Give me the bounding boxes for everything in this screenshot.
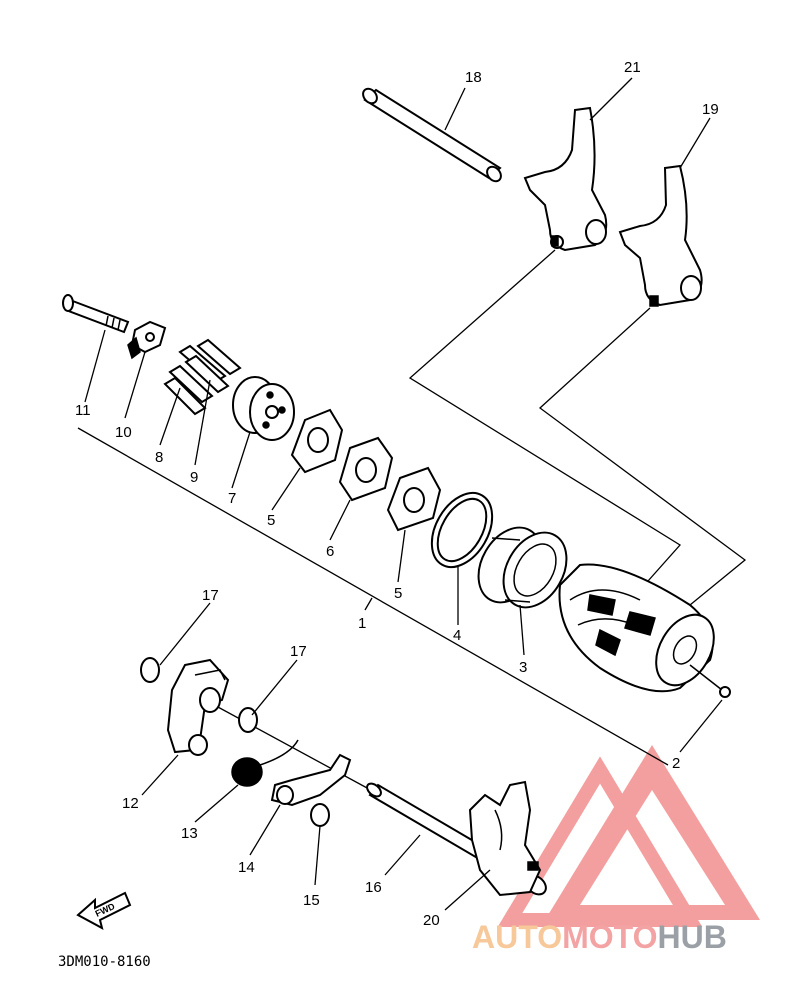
callout-17b: 17: [290, 643, 307, 660]
callout-4: 4: [453, 627, 461, 644]
part-6-plate: [338, 436, 394, 502]
callout-17a: 17: [202, 587, 219, 604]
callout-2: 2: [672, 755, 680, 772]
watermark-text: AUTOMOTOHUB: [472, 919, 727, 955]
callout-20: 20: [423, 912, 440, 929]
callout-9: 9: [190, 469, 198, 486]
fwd-arrow-icon: FWD: [76, 891, 132, 930]
callout-7: 7: [228, 490, 236, 507]
callout-10: 10: [115, 424, 132, 441]
part-13-spring: [231, 739, 299, 787]
callout-6: 6: [326, 543, 334, 560]
part-11-bolt: [62, 294, 130, 334]
callout-14: 14: [238, 859, 255, 876]
part-3-bearing: [477, 526, 568, 609]
watermark-logo: [497, 745, 760, 927]
assembly-leader-upper: [408, 249, 681, 591]
callout-15: 15: [303, 892, 320, 909]
callout-12: 12: [122, 795, 139, 812]
callout-1: 1: [358, 615, 366, 632]
assembly-axis-line: [77, 427, 669, 766]
part-20-shift-fork: [468, 780, 542, 897]
callout-5a: 5: [267, 512, 275, 529]
callout-labels: 18 21 19 11 10 8 9 7 5 6 5 1 4 3 2 17 17…: [75, 59, 719, 929]
callout-leaders: [84, 77, 723, 911]
part-18-guide-bar: [362, 87, 502, 183]
part-12-stopper-lever: [166, 658, 230, 756]
part-14-arm-plate: [270, 753, 352, 807]
callout-11: 11: [75, 402, 91, 419]
callout-16: 16: [365, 879, 382, 896]
assembly-leader-right: [538, 307, 747, 606]
callout-19: 19: [702, 101, 719, 118]
watermark-text-moto: MOTO: [562, 919, 657, 955]
callout-21: 21: [624, 59, 641, 76]
part-19-shift-fork: [618, 164, 703, 307]
watermark-triangle-left: [497, 756, 703, 927]
part-9-pins: [178, 338, 242, 394]
part-2-pin: [689, 664, 731, 698]
callout-3: 3: [519, 659, 527, 676]
part-10-segment: [127, 320, 167, 360]
part-5a-plate: [290, 408, 344, 474]
callout-8: 8: [155, 449, 163, 466]
diagram-code: 3DM010-8160: [58, 954, 151, 970]
watermark-text-hub: HUB: [657, 919, 726, 955]
callout-18: 18: [465, 69, 482, 86]
part-15-circlip: [310, 803, 330, 827]
callout-5b: 5: [394, 585, 402, 602]
part-7-cam-segment: [232, 376, 295, 441]
part-1-shift-drum: [558, 563, 715, 693]
part-4-circlip: [430, 492, 494, 568]
watermark-text-auto: AUTO: [472, 919, 562, 955]
part-17a-circlip: [140, 657, 160, 683]
part-5b-plate: [386, 466, 442, 532]
callout-13: 13: [181, 825, 198, 842]
part-21-shift-fork: [523, 106, 608, 252]
